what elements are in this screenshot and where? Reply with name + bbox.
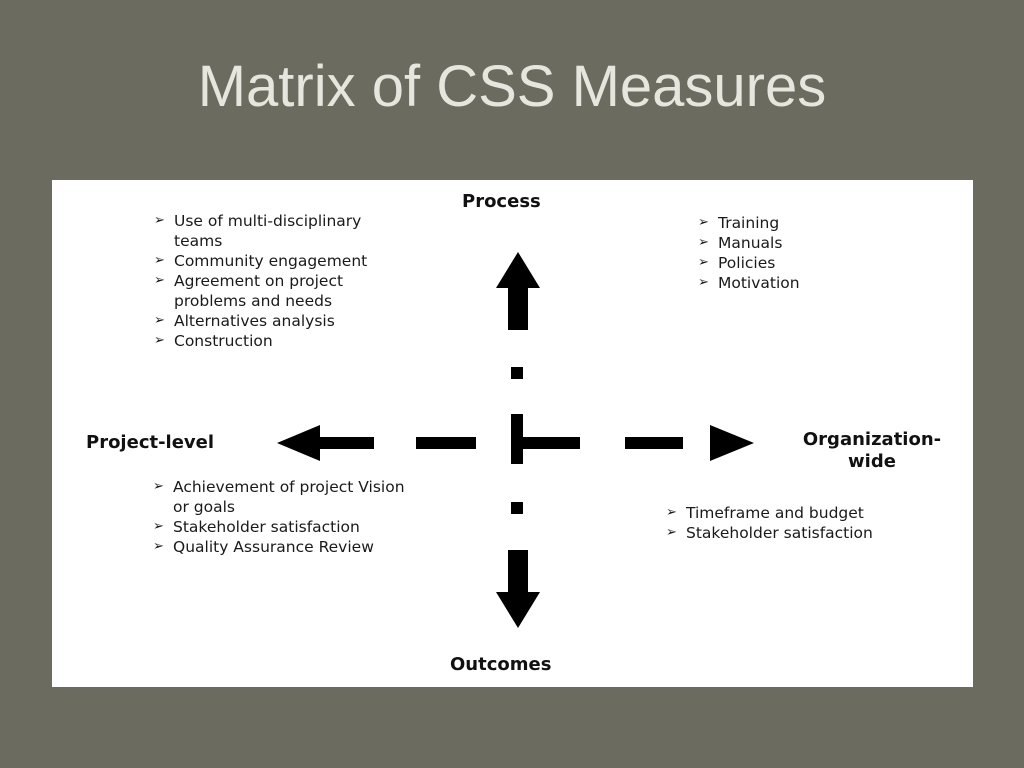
matrix-panel: Process Outcomes Project-level Organizat… bbox=[52, 180, 973, 687]
list-item: ➢ Timeframe and budget bbox=[664, 503, 954, 523]
list-outcomes-project: ➢Achievement of project Vision or goals … bbox=[151, 477, 411, 557]
bullet-arrow-icon: ➢ bbox=[698, 255, 709, 270]
list-item-text: Use of multi-disciplinary teams bbox=[174, 212, 362, 250]
list-item-text: Achievement of project Vision or goals bbox=[173, 478, 405, 516]
axis-dash bbox=[511, 367, 523, 379]
list-item-text: Policies bbox=[718, 254, 776, 272]
bullet-arrow-icon: ➢ bbox=[154, 213, 165, 228]
axis-dash bbox=[416, 437, 476, 449]
list-item: ➢ Stakeholder satisfaction bbox=[151, 517, 411, 537]
axis-dash bbox=[511, 414, 523, 464]
list-item-text: Training bbox=[718, 214, 780, 232]
list-item: ➢ Policies bbox=[696, 253, 896, 273]
list-item: ➢ Agreement on project problems and needs bbox=[152, 271, 349, 311]
bullet-arrow-icon: ➢ bbox=[154, 313, 165, 328]
axis-label-process: Process bbox=[462, 191, 541, 212]
list-item: ➢ Stakeholder satisfaction bbox=[664, 523, 954, 543]
arrow-up-icon bbox=[496, 252, 540, 330]
axis-dash bbox=[511, 502, 523, 514]
list-item-text: Manuals bbox=[718, 234, 783, 252]
bullet-arrow-icon: ➢ bbox=[153, 539, 164, 554]
axis-label-project-level: Project-level bbox=[86, 432, 215, 453]
axis-label-org-line2: wide bbox=[848, 451, 896, 472]
slide-title: Matrix of CSS Measures bbox=[197, 54, 827, 119]
bullet-arrow-icon: ➢ bbox=[698, 235, 709, 250]
arrow-down-icon bbox=[496, 550, 540, 628]
axes-diagram bbox=[277, 252, 754, 628]
list-item: ➢ Community engagement bbox=[152, 251, 412, 271]
bullet-arrow-icon: ➢ bbox=[666, 525, 677, 540]
list-item: ➢ Motivation bbox=[696, 273, 896, 293]
arrow-right-icon bbox=[710, 425, 754, 461]
axis-label-outcomes: Outcomes bbox=[450, 654, 552, 675]
list-item: ➢ Manuals bbox=[696, 233, 896, 253]
list-item: ➢ Use of multi-disciplinary teams bbox=[152, 211, 412, 251]
axis-dash bbox=[625, 437, 683, 449]
bullet-arrow-icon: ➢ bbox=[154, 273, 165, 288]
bullet-arrow-icon: ➢ bbox=[154, 253, 165, 268]
list-process-org: ➢ Training ➢ Manuals ➢ Policies ➢ Motivation bbox=[696, 213, 896, 293]
bullet-arrow-icon: ➢ bbox=[153, 519, 164, 534]
list-item: ➢ Training bbox=[696, 213, 896, 233]
bullet-arrow-icon: ➢ bbox=[154, 333, 165, 348]
list-item-text: Community engagement bbox=[174, 252, 368, 270]
list-item: ➢ Achievement of project Vision or goals bbox=[151, 477, 411, 517]
list-item-text: Stakeholder satisfaction bbox=[686, 524, 873, 542]
bullet-arrow-icon: ➢ bbox=[698, 215, 709, 230]
list-item-text: Motivation bbox=[718, 274, 800, 292]
list-item-text: Stakeholder satisfaction bbox=[173, 518, 360, 536]
axis-dash bbox=[522, 437, 580, 449]
list-item: ➢ Quality Assurance Review bbox=[151, 537, 411, 557]
list-item: ➢ Construction bbox=[152, 331, 412, 351]
axis-label-organization-wide: Organization- wide bbox=[787, 429, 957, 473]
axis-label-org-line1: Organization- bbox=[802, 429, 942, 450]
list-outcomes-org: ➢ Timeframe and budget ➢ Stakeholder satis… bbox=[664, 503, 954, 543]
bullet-arrow-icon: ➢ bbox=[666, 505, 677, 520]
bullet-arrow-icon: ➢ bbox=[698, 275, 709, 290]
list-item-text: Timeframe and budget bbox=[686, 504, 864, 522]
list-item-text: Alternatives analysis bbox=[174, 312, 335, 330]
list-process-project: ➢ Use of multi-disciplinary teams ➢ Commun… bbox=[152, 211, 412, 351]
list-item: ➢ Alternatives analysis bbox=[152, 311, 412, 331]
list-item-text: Quality Assurance Review bbox=[173, 538, 374, 556]
list-item-text: Construction bbox=[174, 332, 273, 350]
bullet-arrow-icon: ➢ bbox=[153, 479, 164, 494]
arrow-left-icon bbox=[277, 425, 374, 461]
list-item-text: Agreement on project problems and needs bbox=[174, 272, 344, 310]
